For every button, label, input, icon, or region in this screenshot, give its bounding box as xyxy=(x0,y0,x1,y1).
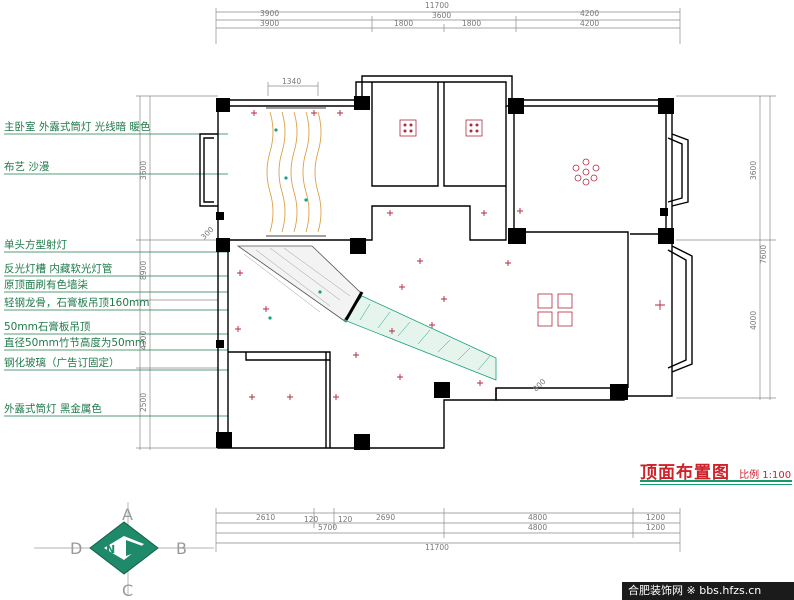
dim-left-a: 3600 xyxy=(139,161,148,180)
chandelier xyxy=(572,158,600,186)
annotation-square-spotlight: 单头方型射灯 xyxy=(4,239,67,251)
bedroom-ceiling-frame xyxy=(266,107,326,237)
diagonal-ceiling-bands xyxy=(236,245,497,381)
dim-top-a: 3900 xyxy=(260,9,279,18)
columns xyxy=(216,96,674,450)
annotation-fabric: 布艺 沙漫 xyxy=(4,161,50,173)
dim-top-b: 3600 xyxy=(432,11,451,20)
dim-top-d: 3900 xyxy=(260,19,279,28)
dimension-texts: 11700 3900 3600 4200 3900 1800 1800 4200… xyxy=(139,1,768,552)
dim-right-a: 3600 xyxy=(749,161,758,180)
dim-bottom-b: 120 xyxy=(304,515,319,524)
dim-bottom-h: 4800 xyxy=(528,523,547,532)
compass: N A C D B xyxy=(34,502,214,600)
square-light-dots xyxy=(403,123,479,133)
compass-north-letter: N xyxy=(106,543,115,556)
annotation-bamboo: 直径50mm竹节高度为50mm xyxy=(4,337,146,349)
dim-bottom-e: 4800 xyxy=(528,513,547,522)
annotation-tempered-glass: 钢化玻璃（广告订固定） xyxy=(4,357,120,369)
dim-right-c: 4000 xyxy=(749,311,758,330)
annotation-light-trough: 反光灯槽 内藏软光灯管 xyxy=(4,263,113,275)
dim-top-c: 4200 xyxy=(580,9,599,18)
annotation-50mm-ceiling: 50mm石膏板吊顶 xyxy=(4,321,91,333)
compass-top-letter: A xyxy=(122,505,133,524)
dim-bottom-a: 2610 xyxy=(256,513,275,522)
dim-bottom-total: 11700 xyxy=(425,543,449,552)
dim-bottom-f: 1200 xyxy=(646,513,665,522)
dim-left-d: 4300 xyxy=(139,331,148,350)
dim-top-g: 4200 xyxy=(580,19,599,28)
dimension-lines xyxy=(136,8,776,552)
wood-ceiling-strips xyxy=(266,111,322,233)
annotation-gypsum-ceiling: 轻钢龙骨，石膏板吊顶160mm xyxy=(4,297,150,309)
title-underline-thin xyxy=(640,484,792,485)
compass-right-letter: B xyxy=(176,539,187,558)
dim-diag-a: 800 xyxy=(531,377,548,394)
small-lights xyxy=(268,128,322,320)
annotation-downlight-black: 外露式筒灯 黑金属色 xyxy=(4,403,102,415)
dim-left-e: 2500 xyxy=(139,393,148,412)
title-underline xyxy=(640,480,792,482)
annotation-leaders xyxy=(4,133,228,417)
dim-bottom-g: 5700 xyxy=(318,523,337,532)
dim-left-c: 8900 xyxy=(139,261,148,280)
drawing-title-block: 顶面布置图 比例 1:100 xyxy=(640,458,791,483)
site-watermark: 合肥装饰网 ※ bbs.hfzs.cn xyxy=(622,582,794,600)
dim-right-b: 7600 xyxy=(759,245,768,264)
dim-top-f: 1800 xyxy=(462,19,481,28)
drawing-scale: 比例 1:100 xyxy=(739,470,792,481)
annotation-bedroom-lights: 主卧室 外露式筒灯 光线暗 暖色 xyxy=(4,121,151,133)
dim-top-e: 1800 xyxy=(394,19,413,28)
dim-top-total: 11700 xyxy=(425,1,449,10)
dim-bottom-i: 1200 xyxy=(646,523,665,532)
dim-bottom-d: 2690 xyxy=(376,513,395,522)
annotation-painted-ceiling: 原顶面刷有色墙柒 xyxy=(4,279,88,291)
spot-lights xyxy=(235,110,665,400)
compass-needle xyxy=(104,536,144,560)
square-light-fixtures xyxy=(399,119,573,327)
compass-bottom-letter: C xyxy=(122,581,133,600)
dim-left-b: 300 xyxy=(199,225,216,242)
dim-bottom-c: 120 xyxy=(338,515,353,524)
compass-left-letter: D xyxy=(70,539,82,558)
dim-bedroom-width: 1340 xyxy=(282,77,301,86)
drawing-title: 顶面布置图 xyxy=(640,463,730,483)
